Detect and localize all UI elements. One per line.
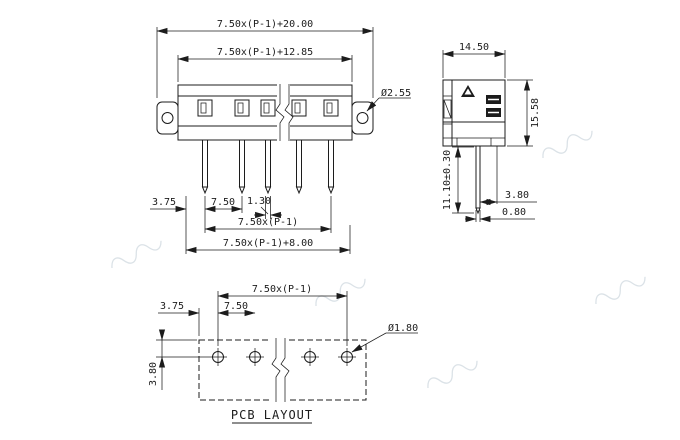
pcb-dimensions: 7.50x(P-1) 3.75 7.50 Ø1.80 3.80 [148, 284, 418, 390]
pcb-dim-row-offset: 3.80 [148, 362, 159, 386]
front-view: 7.50x(P-1)+20.00 7.50x(P-1)+12.85 Ø2.55 … [150, 19, 411, 254]
front-dim-pitch: 7.50 [211, 197, 235, 208]
side-dim-height: 15.58 [530, 98, 541, 128]
watermark [111, 130, 646, 389]
mounting-hole-left [161, 112, 174, 124]
side-pin [475, 145, 481, 215]
break-lines [275, 84, 294, 141]
front-dim-flange: 7.50x(P-1)+12.85 [217, 47, 313, 58]
contact-openings [197, 99, 339, 117]
front-dimensions: 7.50x(P-1)+20.00 7.50x(P-1)+12.85 Ø2.55 … [150, 19, 411, 254]
pcb-dim-hole-span: 7.50x(P-1) [252, 284, 312, 295]
mounting-ear-right [351, 101, 374, 135]
side-dim-pin-length: 11.10±0.30 [442, 150, 453, 210]
pcb-dim-pitch: 7.50 [224, 301, 248, 312]
side-dimensions: 14.50 15.58 11.10±0.30 3.80 0.80 [442, 42, 541, 223]
pcb-holes [209, 348, 356, 366]
side-body [442, 79, 506, 215]
certification-marks [486, 95, 501, 117]
side-dim-pin-thickness: 0.80 [502, 207, 526, 218]
front-dim-mount-hole: Ø2.55 [381, 87, 411, 99]
pcb-dim-hole: Ø1.80 [388, 322, 418, 334]
front-dim-pin-span: 7.50x(P-1) [238, 217, 298, 228]
pcb-break-lines [271, 338, 290, 402]
front-dim-pin-width: 1.30 [247, 196, 271, 207]
front-dim-base: 7.50x(P-1)+8.00 [223, 238, 313, 249]
mounting-ear-left [156, 101, 179, 135]
solder-pins [201, 139, 335, 195]
side-view: 14.50 15.58 11.10±0.30 3.80 0.80 [442, 42, 541, 223]
pcb-dim-edge-offset: 3.75 [160, 301, 184, 312]
side-dim-depth: 14.50 [459, 42, 489, 53]
mounting-hole-right [356, 112, 369, 124]
front-dim-overall: 7.50x(P-1)+20.00 [217, 19, 313, 30]
pcb-layout-title: PCB LAYOUT [231, 408, 313, 422]
warning-triangle-icon [461, 85, 475, 97]
front-dim-edge-offset: 3.75 [152, 197, 176, 208]
connector-body [156, 83, 374, 195]
side-dim-pin-offset: 3.80 [505, 190, 529, 201]
pcb-layout-view: 7.50x(P-1) 3.75 7.50 Ø1.80 3.80 PCB LAYO… [148, 284, 418, 424]
